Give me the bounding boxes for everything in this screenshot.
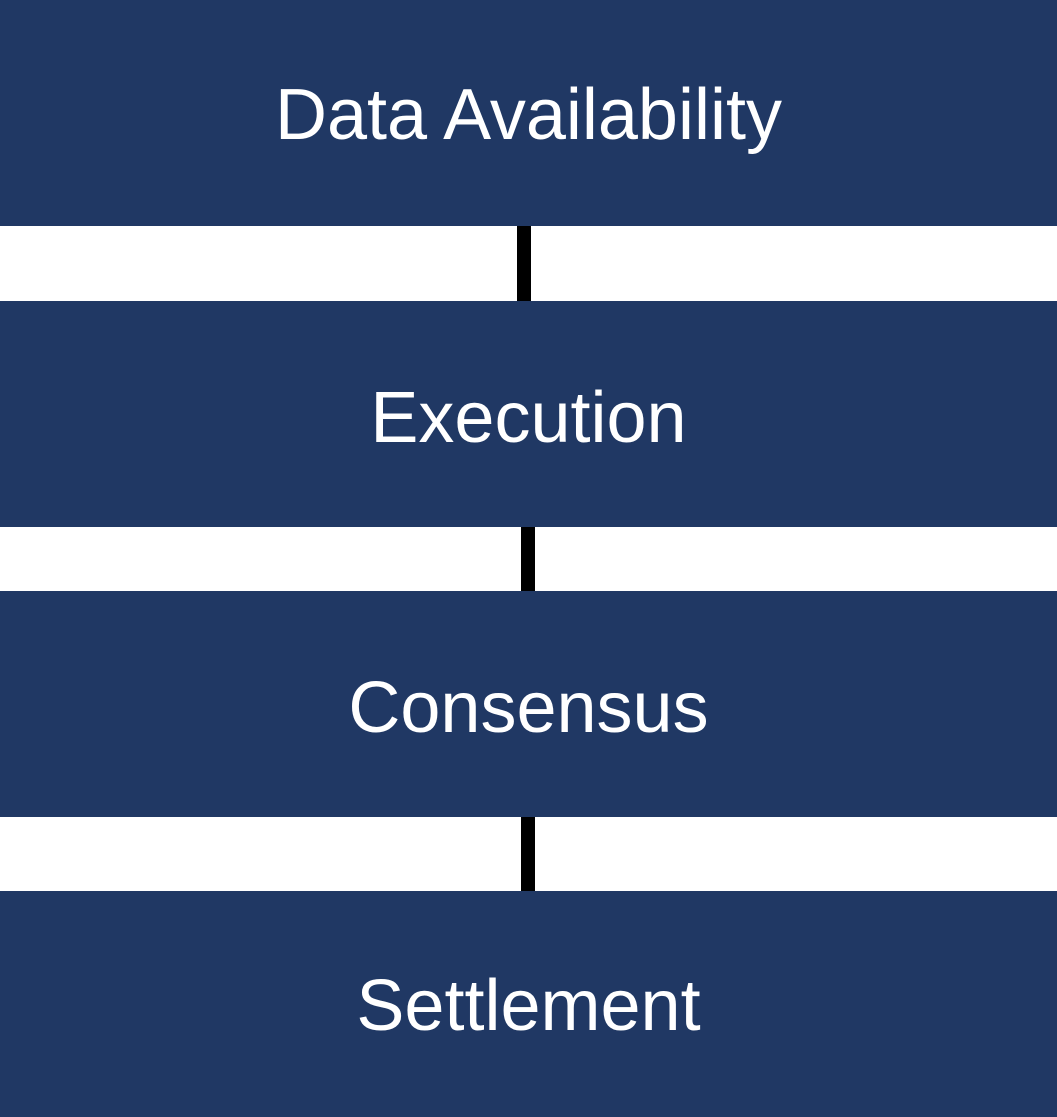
layer-box-data-availability: Data Availability	[0, 0, 1057, 226]
layer-box-settlement: Settlement	[0, 891, 1057, 1117]
connector-line	[521, 527, 535, 591]
layer-label: Execution	[370, 378, 687, 458]
layer-label: Settlement	[356, 966, 701, 1046]
layer-box-consensus: Consensus	[0, 591, 1057, 817]
layer-label: Consensus	[348, 668, 709, 748]
connector-line	[517, 226, 531, 301]
connector-line	[521, 817, 535, 891]
layer-label: Data Availability	[275, 75, 782, 155]
layer-box-execution: Execution	[0, 301, 1057, 527]
